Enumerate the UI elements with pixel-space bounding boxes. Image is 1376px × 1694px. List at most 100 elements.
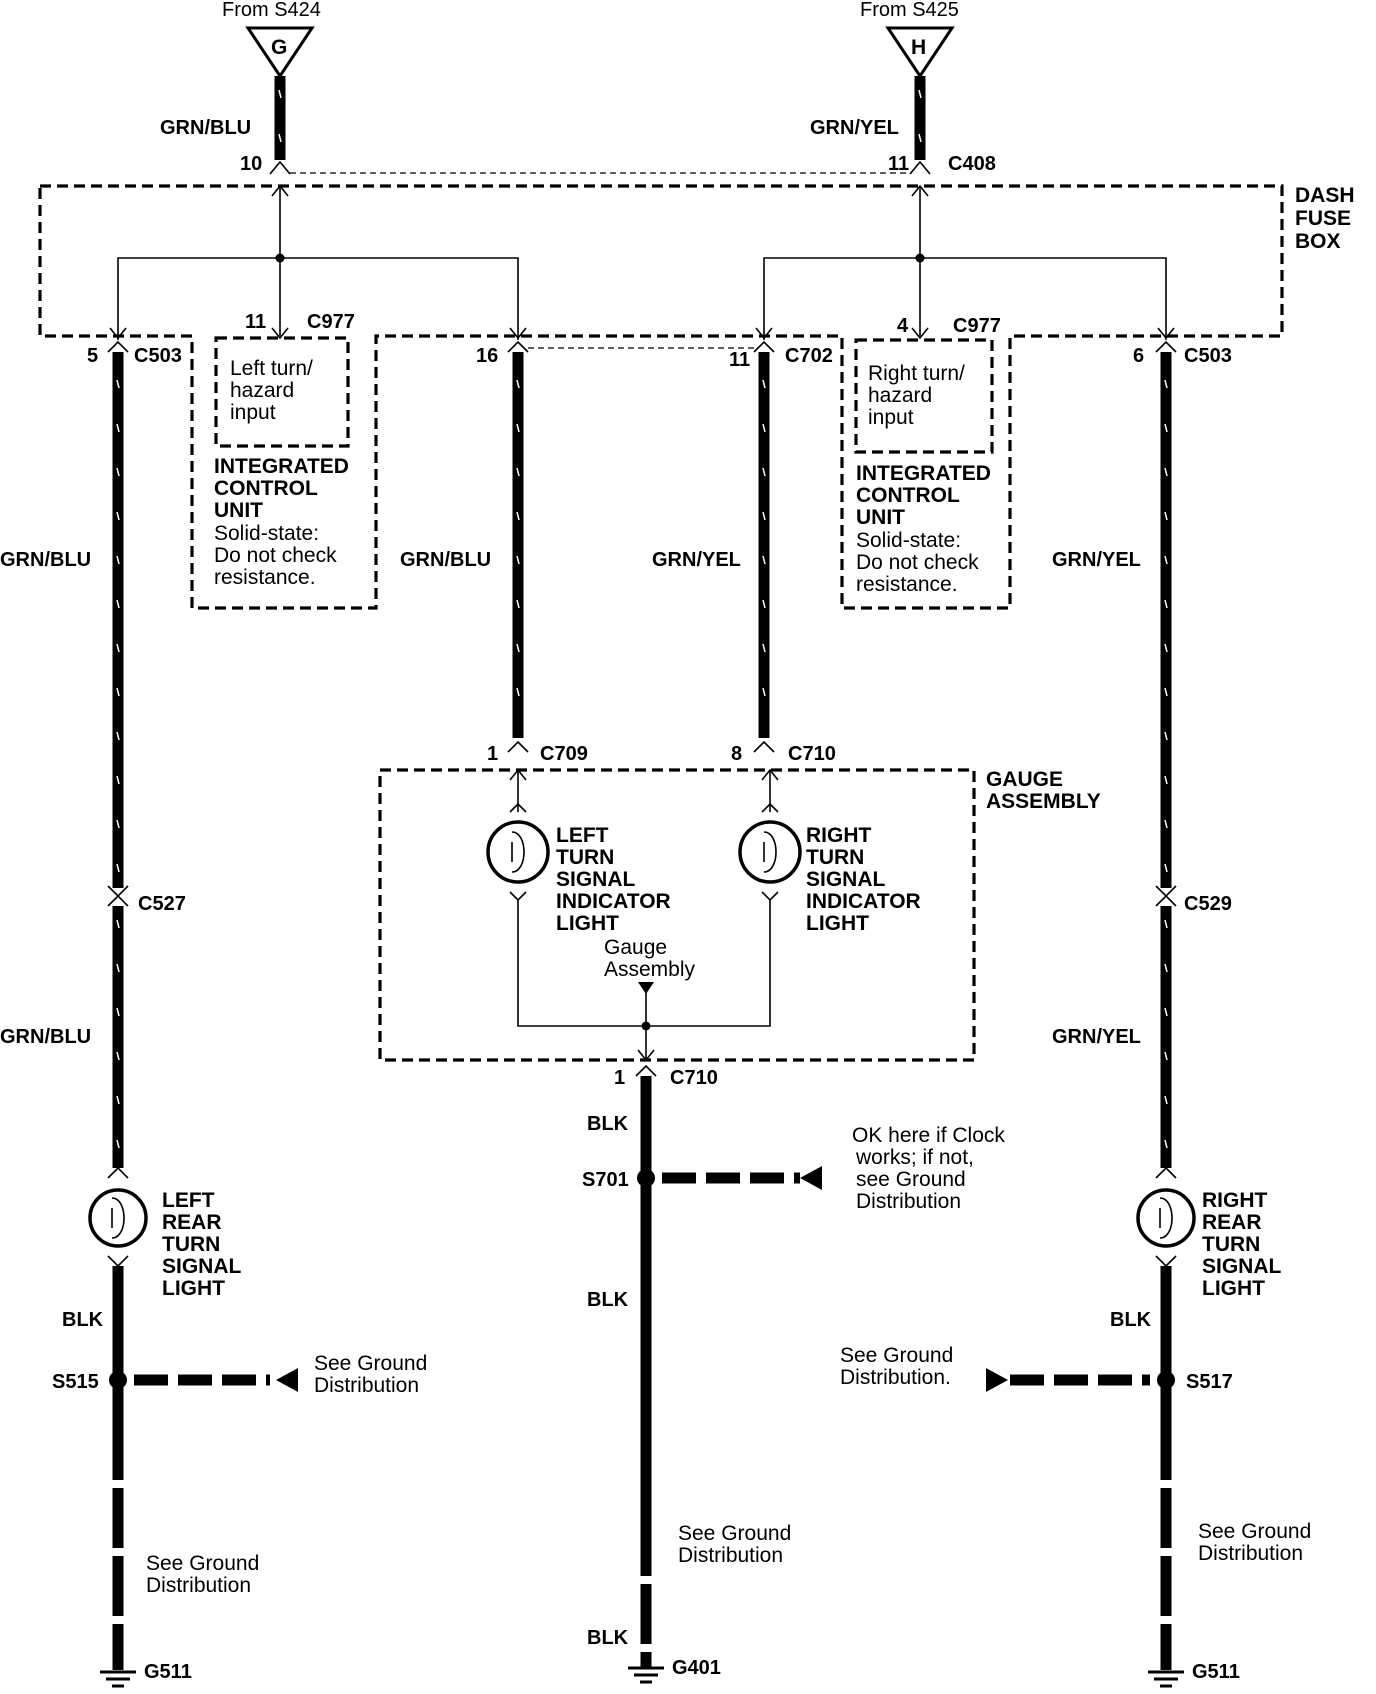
- c710-top-connector: C710: [788, 743, 836, 765]
- source-left-label: From S424: [222, 0, 321, 21]
- gauge-left-lamp-bottom-pin: [509, 891, 527, 902]
- wire-label-source-right: GRN/YEL: [810, 117, 899, 139]
- wire-hash-tick: [516, 423, 520, 433]
- left-see-ground-2: Distribution: [146, 1574, 251, 1597]
- wire-hash-tick: [1164, 731, 1168, 741]
- wire-label-far-left-upper: GRN/BLU: [0, 549, 91, 571]
- fuse-box-label-2: FUSE: [1295, 207, 1351, 230]
- wire-hash-tick: [1164, 423, 1168, 433]
- right-rear-turn-bulb-icon: [1136, 1188, 1196, 1248]
- wire-hash-tick: [516, 379, 520, 389]
- wire-label-mid-right: GRN/YEL: [652, 549, 741, 571]
- wire-label-right-rear-ground: BLK: [1110, 1309, 1152, 1331]
- wire-label-far-right-lower: GRN/YEL: [1052, 1026, 1141, 1048]
- gauge-assembly-outline: [378, 768, 976, 1062]
- s515-label: S515: [52, 1371, 99, 1393]
- right-turn-indicator-bulb-icon: [738, 820, 802, 884]
- icu-right-input-3: input: [868, 406, 914, 429]
- wire-label-far-right-upper: GRN/YEL: [1052, 549, 1141, 571]
- wire-hash-tick: [1164, 963, 1168, 973]
- right-indicator-label-1: RIGHT: [806, 824, 872, 847]
- c710-top-pin-shape: [753, 740, 775, 753]
- icu-right-title-1: INTEGRATED: [856, 462, 991, 485]
- wire-hash-tick: [1164, 1095, 1168, 1105]
- wire-hash-tick: [1164, 775, 1168, 785]
- c702-connector-label: C702: [785, 345, 833, 367]
- c702-right-pin-shape: [753, 340, 775, 353]
- wire-hash-tick: [762, 599, 766, 609]
- right-rear-label-5: LIGHT: [1202, 1277, 1265, 1300]
- gauge-left-lamp-top-pin: [509, 802, 527, 813]
- s515-splice: [109, 1371, 127, 1389]
- s517-branch-arrow: [986, 1368, 1008, 1392]
- icu-left-input-box: [214, 336, 350, 448]
- s701-label: S701: [582, 1169, 629, 1191]
- fuse-box-label-1: DASH: [1295, 184, 1355, 207]
- fuse-internal-right-bus: [763, 257, 1167, 340]
- arrow-down-c503-right: [1157, 327, 1175, 340]
- right-rear-label-2: REAR: [1202, 1211, 1262, 1234]
- wire-hash-tick: [116, 731, 120, 741]
- c710-bottom-connector: C710: [670, 1067, 718, 1089]
- wire-label-far-left-lower: GRN/BLU: [0, 1026, 91, 1048]
- right-indicator-label-2: TURN: [806, 846, 864, 869]
- right-indicator-label-3: SIGNAL: [806, 868, 886, 891]
- icu-left-pin: 11: [245, 311, 266, 333]
- icu-right-note-3: resistance.: [856, 573, 958, 596]
- wire-hash-tick: [1164, 1139, 1168, 1149]
- icu-left-title-1: INTEGRATED: [214, 455, 349, 478]
- wire-label-center-mid: BLK: [587, 1289, 629, 1311]
- c408-pin-right: 11: [888, 153, 909, 175]
- left-turn-indicator-bulb-icon: [486, 820, 550, 884]
- wire-hash-tick: [116, 687, 120, 697]
- c529-pin-upper: [1155, 894, 1177, 907]
- wire-label-left-rear-ground: BLK: [62, 1309, 104, 1331]
- right-see-ground-2: Distribution: [1198, 1542, 1303, 1565]
- c529-label: C529: [1184, 893, 1232, 915]
- s517-splice: [1157, 1371, 1175, 1389]
- c709-pin-shape: [507, 740, 529, 753]
- wire-hash-tick: [516, 467, 520, 477]
- source-right-triangle: [885, 26, 955, 79]
- arrow-down-c702-left: [509, 327, 527, 340]
- gauge-right-lamp-top-pin: [761, 802, 779, 813]
- left-rear-label-3: TURN: [162, 1233, 220, 1256]
- wire-hash-tick: [762, 379, 766, 389]
- icu-right-pin: 4: [897, 315, 909, 337]
- wire-hash-tick: [116, 963, 120, 973]
- wire-label-center-bottom: BLK: [587, 1627, 629, 1649]
- wire-hash-tick: [1164, 643, 1168, 653]
- source-left-triangle: [245, 26, 315, 79]
- left-turn-indicator-filament: [511, 831, 525, 873]
- right-rear-label-3: TURN: [1202, 1233, 1260, 1256]
- wire-label-source-left: GRN/BLU: [160, 117, 251, 139]
- wire-hash-tick: [516, 511, 520, 521]
- wire-hash-tick: [116, 819, 120, 829]
- s701-note-2: works; if not,: [855, 1146, 974, 1169]
- left-rear-label-2: REAR: [162, 1211, 222, 1234]
- fuse-internal-left-bus: [117, 257, 519, 340]
- c503-right-connector: C503: [1184, 345, 1232, 367]
- g511-left-label: G511: [144, 1661, 192, 1683]
- s517-note-1: See Ground: [840, 1344, 953, 1367]
- left-ground-symbol-icon: [100, 1670, 136, 1688]
- left-indicator-label-1: LEFT: [556, 824, 609, 847]
- icu-left-input-3: input: [230, 401, 276, 424]
- wire-hash-ticks: [116, 89, 1168, 1149]
- wire-hash-tick: [762, 555, 766, 565]
- gauge-right-arrow-top: [761, 768, 779, 781]
- left-rear-turn-filament: [111, 1197, 125, 1239]
- wire-hash-tick: [762, 511, 766, 521]
- left-rear-label-4: SIGNAL: [162, 1255, 242, 1278]
- wire-hash-tick: [116, 379, 120, 389]
- dash-fuse-box-outline: [38, 184, 1284, 610]
- left-indicator-label-3: SIGNAL: [556, 868, 636, 891]
- wire-hash-tick: [116, 467, 120, 477]
- wire-hash-tick: [116, 1051, 120, 1061]
- wire-hash-tick: [1164, 919, 1168, 929]
- c710-top-pin: 8: [731, 743, 742, 765]
- right-indicator-label-4: INDICATOR: [806, 890, 921, 913]
- arrow-down-c977-left: [271, 327, 289, 340]
- wire-hash-tick: [1164, 555, 1168, 565]
- s515-branch-arrow: [276, 1368, 298, 1392]
